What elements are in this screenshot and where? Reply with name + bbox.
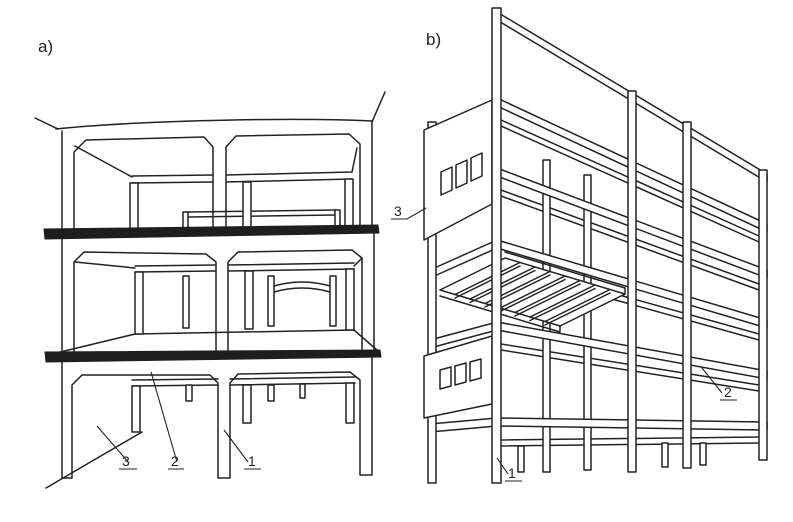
panel-b-callout-1: 1 [496, 457, 522, 482]
leader-line [391, 207, 427, 220]
panel-b-ground-column [699, 442, 707, 466]
panel-a-floor-slab-upper [43, 224, 380, 240]
panel-b-ground-column [517, 445, 525, 473]
panel-a-storey-3-rear-beam [131, 376, 356, 387]
panel-a-storey-3-deep-column [185, 384, 193, 402]
panel-a-label: a) [38, 37, 53, 56]
panel-b-front-column [627, 90, 637, 473]
callout-label: 3 [122, 453, 130, 469]
panel-a-storey-1-deep-beam [187, 209, 336, 218]
window [440, 166, 453, 196]
panel-a-storey-1-rear-column [344, 178, 354, 230]
window [455, 159, 468, 189]
panel-b-wall-panel-upper [423, 99, 493, 241]
panel-a-storey-2-rear-column [244, 270, 254, 330]
panel-a-storey-2-rear-column [134, 271, 144, 335]
panel-a-storey-3-rear-column [345, 382, 355, 424]
panel-a-storey-1-rear-column [242, 181, 252, 230]
panel-a-storey-3-deep-column [299, 383, 306, 399]
panel-a-storey-2-deep-column [182, 275, 190, 329]
panel-a-storey-3-front-frame [61, 356, 373, 479]
window [470, 152, 483, 182]
panel-b-label: b) [426, 30, 441, 49]
panel-b-interior-column [583, 174, 592, 471]
panel-b-front-column [682, 121, 692, 469]
callout-label: 3 [394, 203, 402, 219]
panel-a-callout-1: 1 [223, 429, 261, 470]
callout-label: 1 [248, 453, 256, 469]
panel-a-storey-2-rear-beam [74, 257, 363, 273]
panel-a-floor-slab-lower [44, 349, 382, 363]
panel-a-outer-wall-edges [34, 91, 386, 130]
panel-b-ground-column [661, 442, 669, 468]
panel-a-storey-2-deep-column [329, 275, 337, 327]
leader-line [496, 457, 522, 482]
window [454, 362, 467, 386]
window [469, 358, 482, 382]
panel-a-storey-2-back-arch [273, 281, 331, 293]
panel-b-wall-panel-lower [423, 335, 493, 419]
leader-line [223, 429, 261, 470]
panel-a-storey-2-rear-column [345, 268, 355, 331]
panel-a-storey-2-deep-column [267, 275, 275, 327]
joists [454, 261, 611, 326]
panel-a-callout-2: 2 [150, 371, 184, 470]
panel-b-floor-joists [439, 251, 626, 333]
callout-label: 2 [724, 384, 732, 400]
panel-a-roof-beam-top [55, 118, 373, 130]
panel-a-storey-3-deep-column [267, 384, 275, 402]
panel-a-storey-1-deep-column [182, 211, 189, 230]
panel-a-storey-1-rear-column [129, 182, 139, 230]
panel-a-storey-1-rear-beam [74, 145, 358, 184]
panel-a-monolithic-frame: a) [34, 37, 386, 489]
leader-line [701, 367, 737, 401]
panel-a-callout-3: 3 [96, 425, 137, 470]
leader-line [96, 425, 137, 470]
panel-b-front-column [758, 169, 768, 461]
panel-a-storey-2-front-frame [61, 233, 375, 353]
panel-b-front-column [491, 7, 502, 484]
panel-a-storey-1-front-frame [61, 120, 373, 232]
panel-b-wing-beam [429, 417, 498, 433]
panel-a-storey-3-rear-column [242, 384, 252, 424]
joist-edge-beams [439, 251, 626, 333]
callout-label: 2 [171, 453, 179, 469]
panel-a-storey-3-rear-column [131, 385, 141, 433]
panel-b-callout-3: 3 [391, 203, 427, 220]
panel-a-storey-2-floor-edges [51, 329, 379, 355]
panel-b-wing-column [427, 121, 437, 484]
callout-label: 1 [508, 465, 516, 481]
panel-b-callout-2: 2 [701, 367, 737, 401]
panel-b-skeleton-frame: b) [391, 7, 768, 484]
leader-line [150, 371, 184, 470]
window [439, 366, 452, 390]
